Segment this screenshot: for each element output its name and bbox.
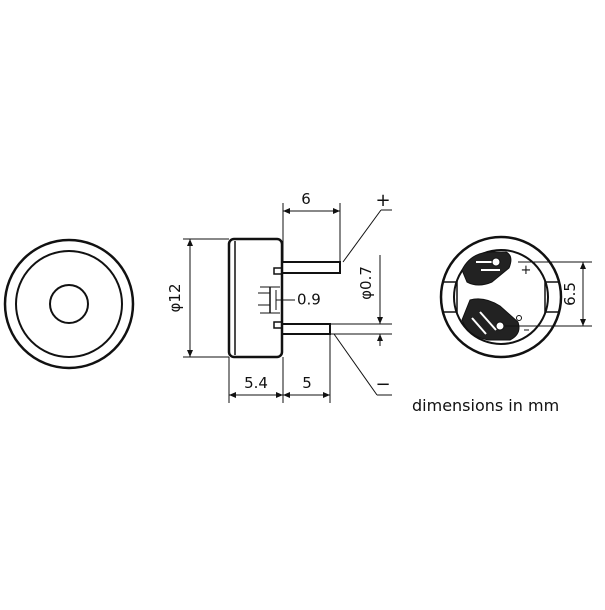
back-view: + 6.5	[439, 235, 592, 359]
dim-pin-thickness-label: 0.9	[297, 291, 321, 309]
plus-pin	[282, 261, 341, 274]
back-inner-ring	[453, 249, 549, 345]
side-dimensions: 6 φ12 0.9 φ0.7 5.4 5 + −	[166, 190, 392, 403]
front-sound-hole	[49, 284, 89, 324]
minus-pin	[282, 323, 331, 335]
front-outer-ring	[3, 238, 135, 370]
back-outer-ring	[439, 235, 563, 359]
front-view	[3, 238, 135, 370]
front-inner-ring	[15, 250, 123, 358]
dim-width-top-label: 6	[301, 190, 311, 208]
dim-depth-body-label: 5.4	[244, 374, 268, 392]
plus-terminal-label: +	[375, 190, 390, 211]
side-body	[227, 237, 284, 359]
dim-depth-pin-label: 5	[302, 374, 312, 392]
dim-diameter-body-label: φ12	[166, 284, 184, 313]
dim-diameter-pin-label: φ0.7	[357, 266, 375, 300]
back-plus-mark: +	[521, 263, 532, 278]
units-caption: dimensions in mm	[412, 396, 559, 415]
minus-terminal-label: −	[375, 374, 390, 395]
dim-pin-spacing-label: 6.5	[561, 282, 579, 306]
back-terminal-upper	[461, 251, 512, 286]
side-stub-bottom	[273, 321, 282, 329]
back-terminal-lower	[461, 298, 520, 341]
inner-element-leads	[258, 292, 270, 306]
side-stub-top	[273, 267, 282, 275]
side-view	[227, 237, 341, 359]
